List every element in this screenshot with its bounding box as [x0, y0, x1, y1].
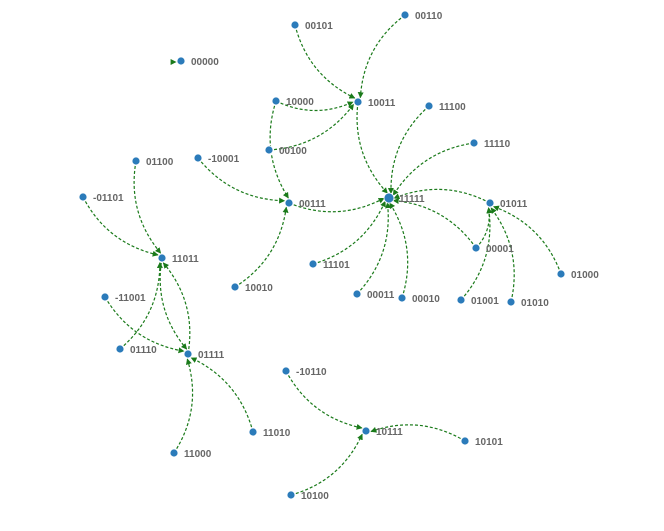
- node-01100[interactable]: [131, 156, 141, 166]
- node-00100[interactable]: [264, 145, 274, 155]
- edge--10001-to-00111: [197, 157, 286, 204]
- node-label-10111: 10111: [376, 427, 403, 438]
- edge-11011-to-01111: [159, 257, 188, 350]
- edge-01001-to-01011: [460, 207, 493, 301]
- edge--10110-to-10111: [285, 370, 363, 430]
- edge-01111-to-11011: [162, 262, 191, 355]
- node-00111[interactable]: [284, 198, 294, 208]
- node-11111[interactable]: [383, 192, 395, 204]
- node-label--10001: -10001: [208, 154, 240, 165]
- node-label--10110: -10110: [296, 367, 327, 378]
- node-label-01010: 01010: [521, 298, 549, 309]
- edge-10100-to-10111: [290, 433, 363, 496]
- node-00000[interactable]: [176, 56, 186, 66]
- edge-00101-to-10011: [294, 24, 356, 99]
- node-10111[interactable]: [361, 426, 371, 436]
- edge-11000-to-01111: [173, 358, 194, 454]
- node-label--11001: -11001: [115, 293, 146, 304]
- node-label-10010: 10010: [245, 283, 273, 294]
- node-00101[interactable]: [290, 20, 300, 30]
- node-layer: [78, 10, 566, 500]
- node-11100[interactable]: [424, 101, 434, 111]
- node-label-01111: 01111: [198, 350, 225, 361]
- node-01000[interactable]: [556, 269, 566, 279]
- edge-00011-to-11111: [356, 202, 392, 295]
- node-label-01000: 01000: [571, 270, 599, 281]
- node-label-11010: 11010: [263, 428, 291, 439]
- edge-01110-to-11011: [119, 261, 163, 350]
- edge-00001-to-11111: [392, 197, 477, 249]
- node-label-01100: 01100: [146, 157, 174, 168]
- node-01110[interactable]: [115, 344, 125, 354]
- node-label-10011: 10011: [368, 98, 396, 109]
- node-11110[interactable]: [469, 138, 479, 148]
- node-10101[interactable]: [460, 436, 470, 446]
- node-10010[interactable]: [230, 282, 240, 292]
- edge-11110-to-11111: [392, 142, 475, 196]
- node-label-01001: 01001: [471, 296, 499, 307]
- node-label-10101: 10101: [475, 437, 503, 448]
- node-label-11111: 11111: [399, 194, 425, 205]
- edge-11100-to-11111: [387, 105, 430, 195]
- edge-01011-to-11111: [393, 188, 491, 204]
- node-label-11000: 11000: [184, 449, 212, 460]
- node-label-00110: 00110: [415, 11, 443, 22]
- node-label-00100: 00100: [279, 146, 307, 157]
- node-11101[interactable]: [308, 259, 318, 269]
- edge-00001-to-01011: [475, 207, 493, 249]
- node-label-11011: 11011: [172, 254, 199, 265]
- edge-00111-to-11111: [288, 197, 385, 213]
- node-label-00101: 00101: [305, 21, 333, 32]
- node-label-10000: 10000: [286, 97, 314, 108]
- edge-10000-to-10011: [275, 100, 354, 112]
- edge-00110-to-10011: [357, 14, 406, 99]
- edge-01100-to-11011: [133, 160, 162, 254]
- node-10011[interactable]: [353, 97, 363, 107]
- node-11010[interactable]: [248, 427, 258, 437]
- node--10110[interactable]: [281, 366, 291, 376]
- node-label-11101: 11101: [323, 260, 350, 271]
- node-01111[interactable]: [183, 349, 193, 359]
- edge-11010-to-01111: [190, 357, 254, 433]
- node-label-01011: 01011: [500, 199, 528, 210]
- edge-11101-to-11111: [312, 200, 386, 265]
- node-00001[interactable]: [471, 243, 481, 253]
- node-01001[interactable]: [456, 295, 466, 305]
- node--01101[interactable]: [78, 192, 88, 202]
- node-01011[interactable]: [485, 198, 495, 208]
- node-label-11110: 11110: [484, 139, 511, 150]
- edge-10101-to-10111: [370, 424, 466, 442]
- node-label-00011: 00011: [367, 290, 395, 301]
- edge-01010-to-01011: [490, 207, 515, 303]
- node-label-00010: 00010: [412, 294, 440, 305]
- node-00010[interactable]: [397, 293, 407, 303]
- node-label-00001: 00001: [486, 244, 514, 255]
- node--10001[interactable]: [193, 153, 203, 163]
- node--11001[interactable]: [100, 292, 110, 302]
- edge--01101-to-11011: [82, 196, 159, 257]
- node-label--01101: -01101: [93, 193, 124, 204]
- node-label-00000: 00000: [191, 57, 219, 68]
- node-label-10100: 10100: [301, 491, 329, 502]
- node-11011[interactable]: [157, 253, 167, 263]
- node-label-01110: 01110: [130, 345, 157, 356]
- edge-layer: [82, 14, 562, 496]
- edge-10010-to-00111: [234, 206, 289, 288]
- node-00110[interactable]: [400, 10, 410, 20]
- node-00011[interactable]: [352, 289, 362, 299]
- node-label-11100: 11100: [439, 102, 466, 113]
- node-10100[interactable]: [286, 490, 296, 500]
- node-10000[interactable]: [271, 96, 281, 106]
- node-11000[interactable]: [169, 448, 179, 458]
- edge-10011-to-11111: [356, 101, 388, 194]
- node-label-00111: 00111: [299, 199, 326, 210]
- edge--11001-to-01111: [104, 296, 185, 354]
- edge-01000-to-01011: [492, 205, 562, 275]
- edge-00010-to-11111: [389, 202, 409, 299]
- node-01010[interactable]: [506, 297, 516, 307]
- edge-00100-to-10011: [268, 103, 355, 151]
- label-layer: 00000 00101 00110 10011 10000 11100 00100 01100…: [93, 11, 599, 502]
